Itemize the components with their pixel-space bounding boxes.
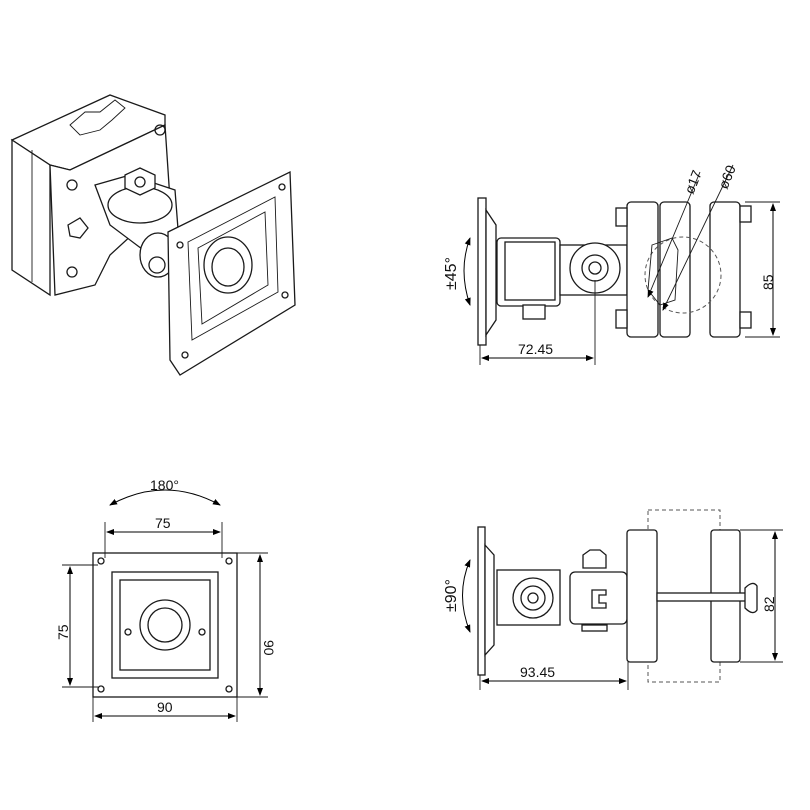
rotation-180-label: 180° — [150, 477, 179, 493]
rotation-arrow-icon — [463, 237, 471, 306]
pole-clamp-right — [709, 201, 741, 338]
side-view-bottom: 82 93.45 ±90° — [443, 509, 783, 690]
plate-width-label: 90 — [157, 699, 173, 715]
vesa-plate-outline — [92, 552, 238, 698]
height-82-label: 82 — [761, 596, 777, 612]
wing-nut-icon — [744, 582, 758, 614]
height-85-label: 85 — [760, 274, 776, 290]
mount-plate-edge — [477, 197, 487, 346]
depth-93-label: 93.45 — [520, 664, 555, 680]
tilt-bracket — [496, 237, 561, 307]
depth-72-label: 72.45 — [518, 341, 553, 357]
pole-clamp-left — [626, 201, 659, 338]
mount-plate-edge — [477, 526, 486, 676]
pole-max-label: ø60 — [715, 163, 739, 192]
side-view-top: ø17 ø60 85 72.45 ±45° — [443, 163, 780, 365]
front-view: 180° 75 75 90 90 — [55, 477, 277, 722]
plate-height-label: 90 — [261, 640, 277, 656]
rotation-90-label: ±90° — [443, 579, 460, 612]
clamp-rod — [656, 592, 748, 602]
vesa-plate — [167, 170, 296, 376]
rotation-arrow-icon — [109, 489, 221, 506]
hole-spacing-x-label: 75 — [155, 515, 171, 531]
pole-clamp-left — [626, 529, 658, 663]
hole-spacing-y-label: 75 — [55, 624, 71, 640]
pole-min-label: ø17 — [681, 168, 705, 197]
rotation-arrow-icon — [462, 559, 471, 633]
clamp-box-side — [11, 138, 51, 297]
pole-clamp-mid — [659, 201, 691, 338]
rotation-45-label: ±45° — [443, 257, 460, 290]
pole-max-outline — [644, 236, 722, 314]
isometric-view — [10, 94, 296, 376]
